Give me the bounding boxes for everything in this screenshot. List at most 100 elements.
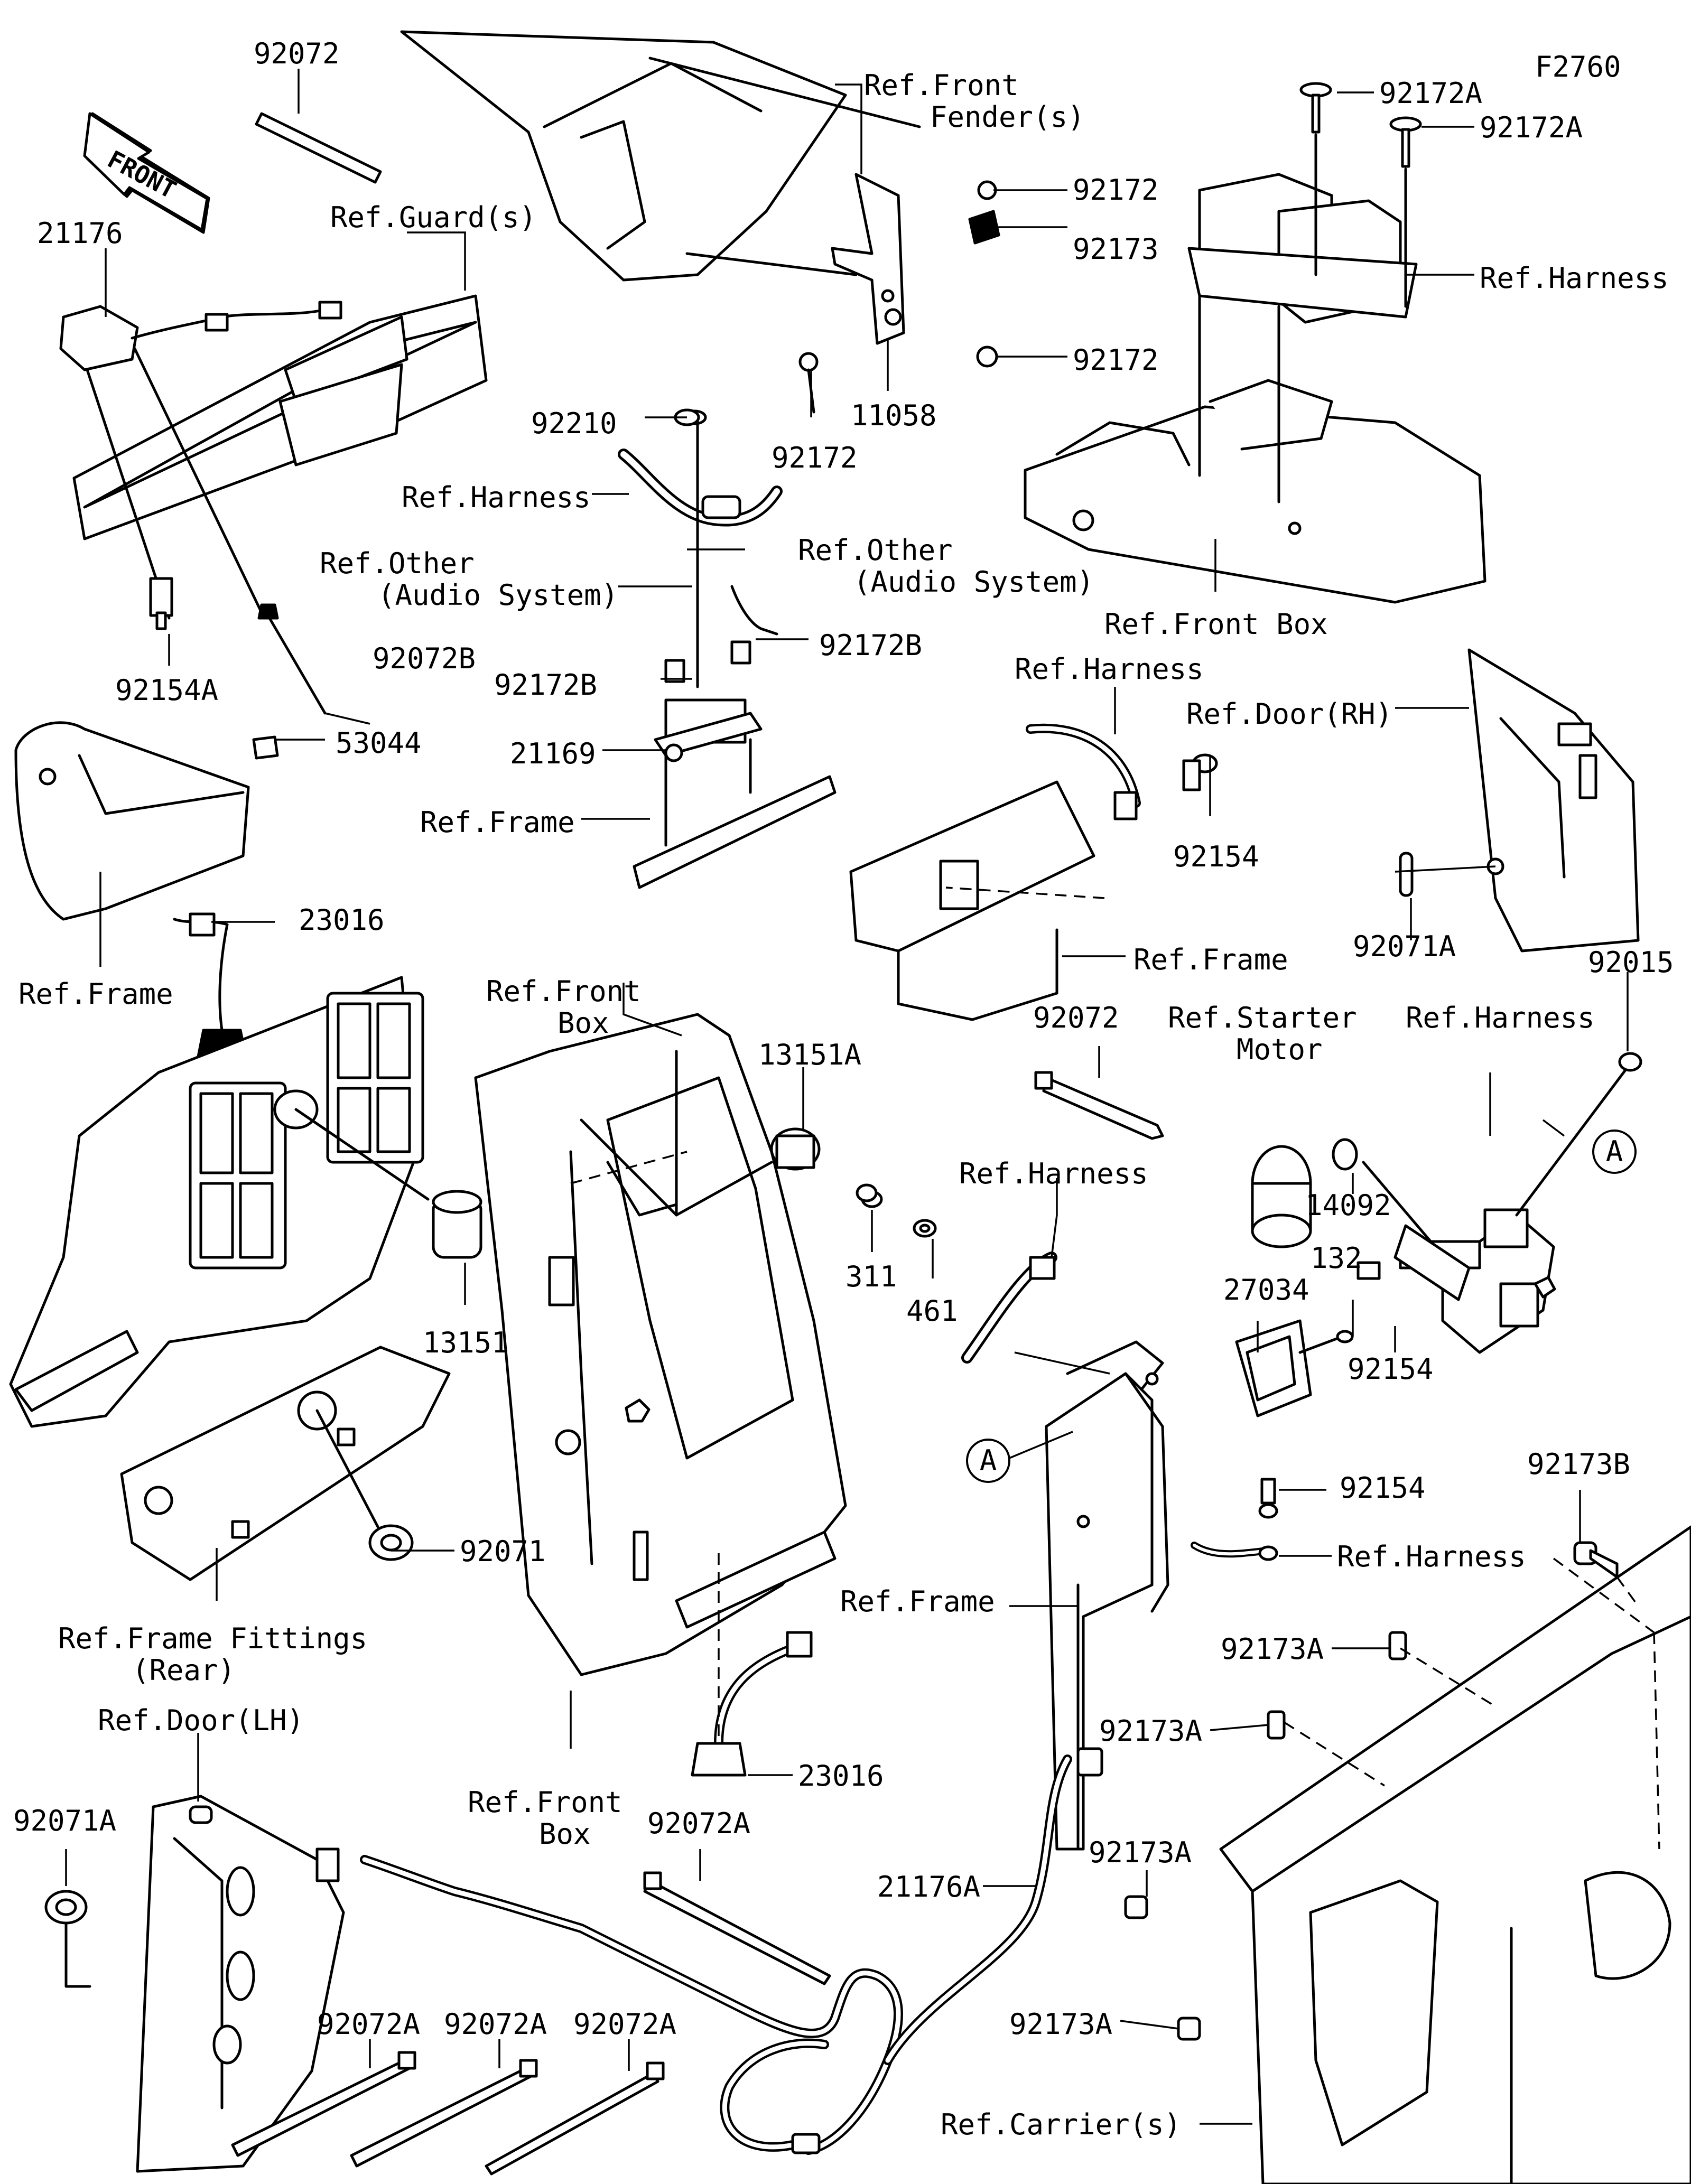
part-labels: F2760 92072 21176 Ref.Guard(s) 92154A 92… [13,37,1674,2141]
front-box-center [474,1013,847,1676]
dashed-guides [570,886,1660,1850]
label-23016-b: 23016 [798,1759,884,1793]
bracket-11058 [798,173,1000,414]
label-ref-harness-mid: Ref.Harness [402,481,591,514]
label-92072a-3: 92072A [573,2008,676,2041]
label-ref-front-fender-1: Ref.Front [864,69,1019,102]
label-92071: 92071 [460,1535,546,1568]
label-132: 132 [1311,1242,1362,1275]
label-92071a-r: 92071A [1353,930,1456,963]
label-21176: 21176 [37,217,123,250]
label-ref-front-fender-2: Fender(s) [930,100,1085,134]
front-fender [400,30,921,282]
label-ref-front-box-2: Box [558,1006,609,1040]
label-92172-b: 92172 [1073,343,1159,377]
frame-fittings-rear [120,1346,451,1581]
label-ref-other-2b: (Audio System) [853,565,1094,599]
label-92154-c2: 92154 [1340,1471,1426,1505]
label-ref-frame-left: Ref.Frame [18,977,173,1011]
label-ref-harness-r: Ref.Harness [1406,1001,1595,1034]
sensor-23016-bottom [691,1631,813,1777]
callout-a-left-label: A [980,1444,997,1477]
label-ref-other-1b: (Audio System) [378,578,618,612]
label-ref-front-box-tr: Ref.Front Box [1104,608,1328,641]
label-311: 311 [846,1260,897,1293]
relay-27034 [1045,1319,1354,1851]
label-ref-frame-fit-2: (Rear) [132,1654,235,1687]
door-lh [44,1795,345,2173]
label-ref-frame-c: Ref.Frame [1133,943,1288,976]
label-ref-guard: Ref.Guard(s) [330,201,536,234]
label-92173a-3: 92173A [1089,1836,1192,1869]
label-ref-front-box-1: Ref.Front [486,975,641,1008]
label-ref-other-1a: Ref.Other [320,547,475,580]
left-frame-section [14,721,279,1058]
label-92072a-top: 92072A [647,1807,750,1840]
label-92071a-l: 92071A [13,1804,116,1837]
front-direction-arrow: FRONT [83,112,210,234]
front-box-left [9,976,482,1428]
label-92154-c: 92154 [1173,840,1259,873]
label-92173a-1: 92173A [1221,1632,1324,1666]
label-ref-front-box-b2: Box [539,1817,591,1851]
label-ref-starter-1: Ref.Starter [1168,1001,1357,1034]
cable-ties [231,1071,1164,2176]
label-21176a: 21176A [877,1870,980,1903]
label-ref-frame-c2: Ref.Frame [840,1585,995,1618]
front-box-top-right [1024,294,1486,604]
label-ref-harness-c2: Ref.Harness [959,1157,1148,1190]
label-461: 461 [906,1294,958,1328]
label-92072-top: 92072 [254,37,340,70]
center-frame [849,723,1218,1021]
label-92072a-1: 92072A [317,2008,420,2041]
starter-relay-section [1251,1052,1642,1354]
label-ref-starter-2: Motor [1237,1033,1323,1066]
callout-a-right: A [1592,1130,1637,1174]
label-92154a: 92154A [115,674,218,707]
diagram-artwork: FRONT [9,30,1691,2184]
label-23016-left: 23016 [299,903,385,937]
label-92072-c: 92072 [1033,1001,1119,1034]
door-rh [1399,648,1640,953]
label-92173: 92173 [1073,232,1159,266]
label-92172a-1: 92172A [1379,77,1482,110]
label-ref-other-2a: Ref.Other [798,534,953,567]
label-ref-harness-c: Ref.Harness [1015,652,1204,686]
label-92154-r: 92154 [1348,1352,1434,1386]
label-92210: 92210 [531,407,617,440]
label-92173b: 92173B [1527,1448,1630,1481]
label-92173a-4: 92173A [1009,2008,1112,2041]
label-92172a-2: 92172A [1480,111,1583,144]
label-21169: 21169 [510,737,596,770]
label-ref-harness-tr: Ref.Harness [1480,262,1669,295]
guard-assembly [59,112,488,715]
label-13151: 13151 [423,1326,509,1359]
leader-lines [65,69,1629,2125]
cable-21176a [360,1747,1103,2155]
label-92072a-2: 92072A [444,2008,547,2041]
label-ref-harness-c3: Ref.Harness [1337,1540,1526,1573]
label-ref-front-box-b1: Ref.Front [468,1786,622,1819]
label-ref-frame-fit-1: Ref.Frame Fittings [58,1622,367,1655]
label-92072b: 92072B [373,642,476,675]
label-14092: 14092 [1305,1189,1391,1222]
callout-a-left: A [966,1431,1073,1483]
label-ref-door-rh: Ref.Door(RH) [1186,697,1392,731]
label-92173a-2: 92173A [1099,1714,1202,1748]
label-92172b-r: 92172B [819,629,922,662]
relay-boxes [1187,82,1422,324]
label-13151a: 13151A [758,1038,861,1071]
label-ref-carrier: Ref.Carrier(s) [941,2108,1181,2141]
small-hardware [625,408,1619,1579]
callout-a-right-label: A [1606,1135,1623,1168]
label-11058: 11058 [851,399,937,432]
label-27034: 27034 [1223,1273,1309,1306]
label-92015: 92015 [1588,946,1674,979]
carrier [1219,1525,1691,2184]
label-53044: 53044 [336,726,422,760]
figure-code: F2760 [1535,50,1621,83]
label-92172-a: 92172 [1073,173,1159,207]
label-ref-door-lh: Ref.Door(LH) [98,1704,304,1737]
label-ref-frame-mid: Ref.Frame [420,806,575,839]
